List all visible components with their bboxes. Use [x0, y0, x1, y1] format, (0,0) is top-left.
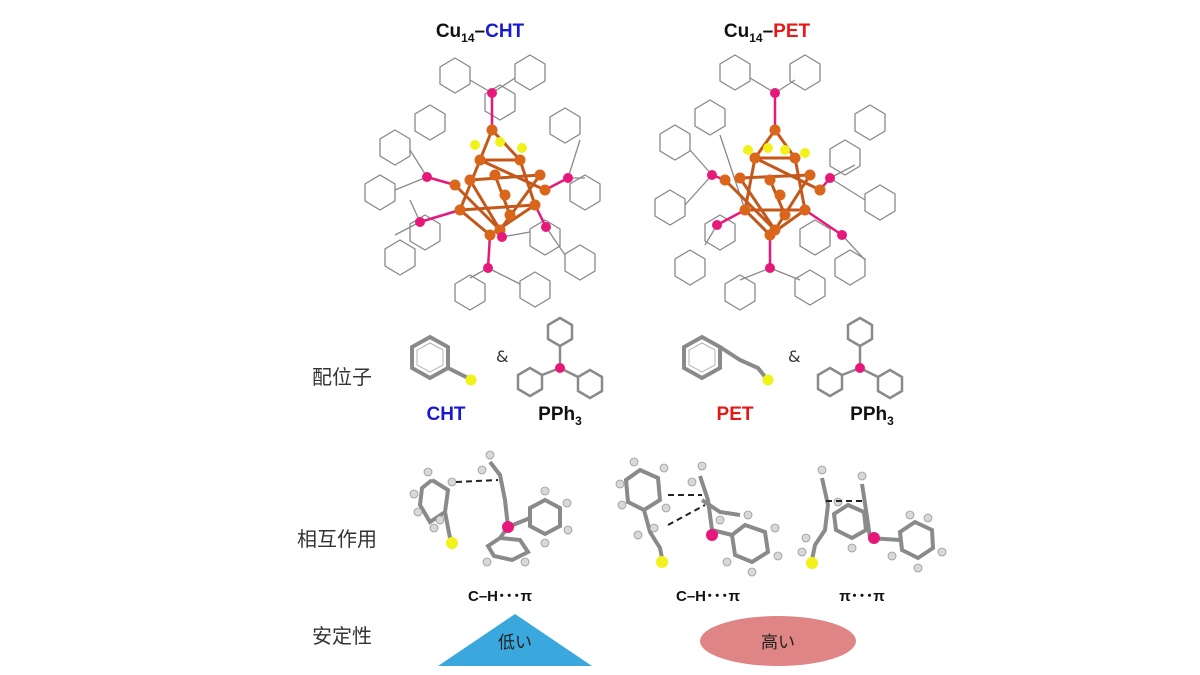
pph3-molecule-left	[516, 316, 604, 400]
high-stability-ellipse	[700, 616, 856, 666]
left-sulfur-atoms	[470, 137, 527, 153]
cht-label: CHT	[426, 404, 465, 425]
right-p-bonds	[711, 93, 843, 268]
left-phosphorus-atoms	[415, 88, 573, 273]
low-stability-triangle	[438, 614, 592, 666]
high-stability-label: 高い	[761, 633, 795, 653]
ligand-row-label: 配位子	[312, 365, 372, 389]
cht-interaction-label: C–H･･･π	[468, 588, 533, 605]
pet-interaction-model-a	[615, 457, 783, 577]
pph3-label-right: PPh3	[850, 404, 894, 428]
ampersand-left: &	[496, 347, 508, 366]
cht-interaction-model	[409, 450, 573, 567]
stability-row-label: 安定性	[312, 624, 372, 648]
ampersand-right: &	[788, 347, 800, 366]
right-cluster-title: Cu14–PET	[724, 21, 811, 45]
right-copper-atoms	[719, 124, 826, 241]
right-phosphorus-atoms	[707, 88, 847, 273]
left-copper-atoms	[449, 124, 551, 241]
pet-interaction-label-b: π･･･π	[839, 588, 885, 605]
interaction-row-label: 相互作用	[297, 527, 377, 551]
left-p-bonds	[419, 93, 569, 269]
left-cluster-title: Cu14–CHT	[436, 21, 525, 45]
pet-molecule	[682, 334, 774, 386]
pet-interaction-label-a: C–H･･･π	[676, 588, 741, 605]
right-cluster-structure	[654, 54, 896, 311]
left-cluster-structure	[364, 54, 601, 311]
pph3-label-left: PPh3	[538, 404, 582, 428]
left-phenyl-rings	[364, 54, 601, 311]
pph3-molecule-right	[816, 316, 904, 400]
pet-interaction-model-b	[797, 465, 947, 573]
cht-molecule	[410, 334, 477, 386]
right-phenyl-rings	[654, 54, 896, 311]
pet-label: PET	[717, 404, 754, 425]
low-stability-label: 低い	[498, 633, 532, 653]
right-sulfur-atoms	[743, 143, 810, 158]
